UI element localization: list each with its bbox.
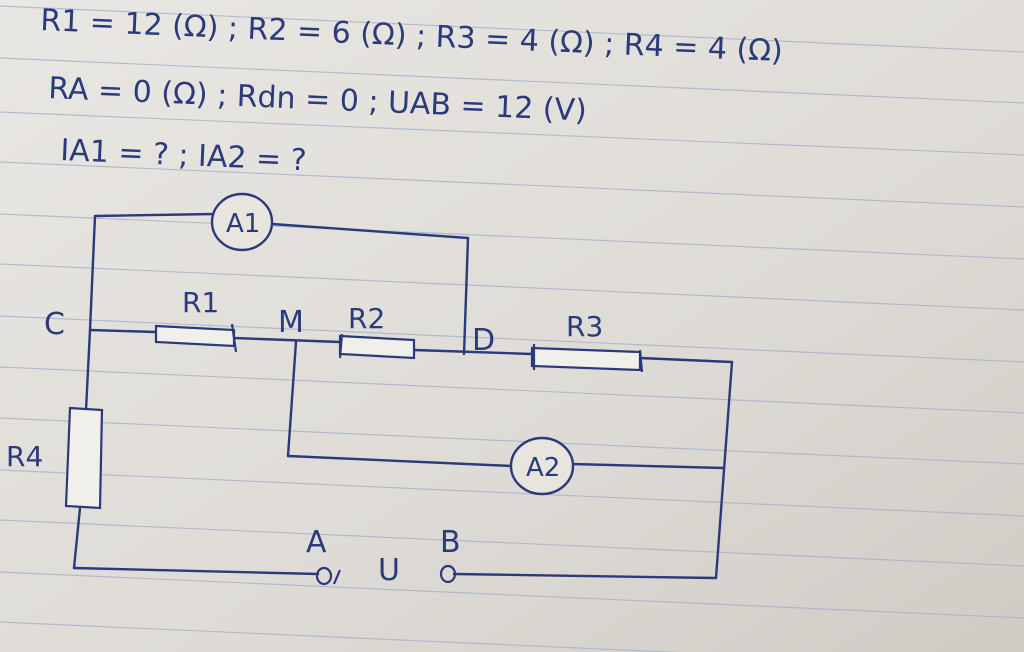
ammeter-labels: A1 A2 [226,209,560,483]
resistors [64,323,644,510]
label-r4: R4 [6,440,43,473]
wire-a1-to-right [270,222,470,240]
wire-r4-to-bottom [72,506,82,570]
wire-b-to-right [452,572,718,580]
voltage-u-label: U [378,553,400,588]
node-a-label: A [306,525,327,560]
wire-a2-to-right [570,462,726,470]
node-m-label: M [278,305,304,340]
ammeter-a1-label: A1 [226,209,260,239]
ruled-lines [0,5,1024,652]
label-r3: R3 [566,310,603,343]
terminal-a [315,566,333,586]
node-labels: C M D A B U [44,305,495,588]
wire-m-down [286,340,298,458]
circuit-wires [72,212,734,580]
wire-top-to-a1 [93,212,216,218]
resistor-r3 [530,344,644,373]
terminal-b [439,564,457,584]
wire-r1-to-r2 [232,336,342,344]
node-d-label: D [472,323,495,358]
label-r2: R2 [348,302,385,335]
resistor-labels: R1 R2 R3 R4 [6,286,603,473]
wire-right-vertical [714,360,734,580]
resistor-r2 [338,333,416,360]
node-b-label: B [440,525,461,560]
resistor-r4 [64,406,104,510]
wire-m-to-a2 [286,454,514,468]
wire-r2-to-r3 [412,348,534,356]
ammeter-a2-label: A2 [526,453,560,483]
label-r1: R1 [182,286,219,319]
wire-top-left [88,214,97,332]
wire-down-to-d [462,236,470,356]
wire-c-to-r4 [84,328,92,412]
wire-r3-to-corner [638,356,734,364]
wire-c-to-r1 [88,328,158,334]
wire-bottom-to-a [72,566,320,576]
terminals [315,564,457,586]
resistor-r1 [154,323,238,353]
ammeter-a2 [509,436,575,496]
ammeters [210,192,575,496]
ammeter-a1 [210,192,274,252]
node-c-label: C [44,307,65,342]
